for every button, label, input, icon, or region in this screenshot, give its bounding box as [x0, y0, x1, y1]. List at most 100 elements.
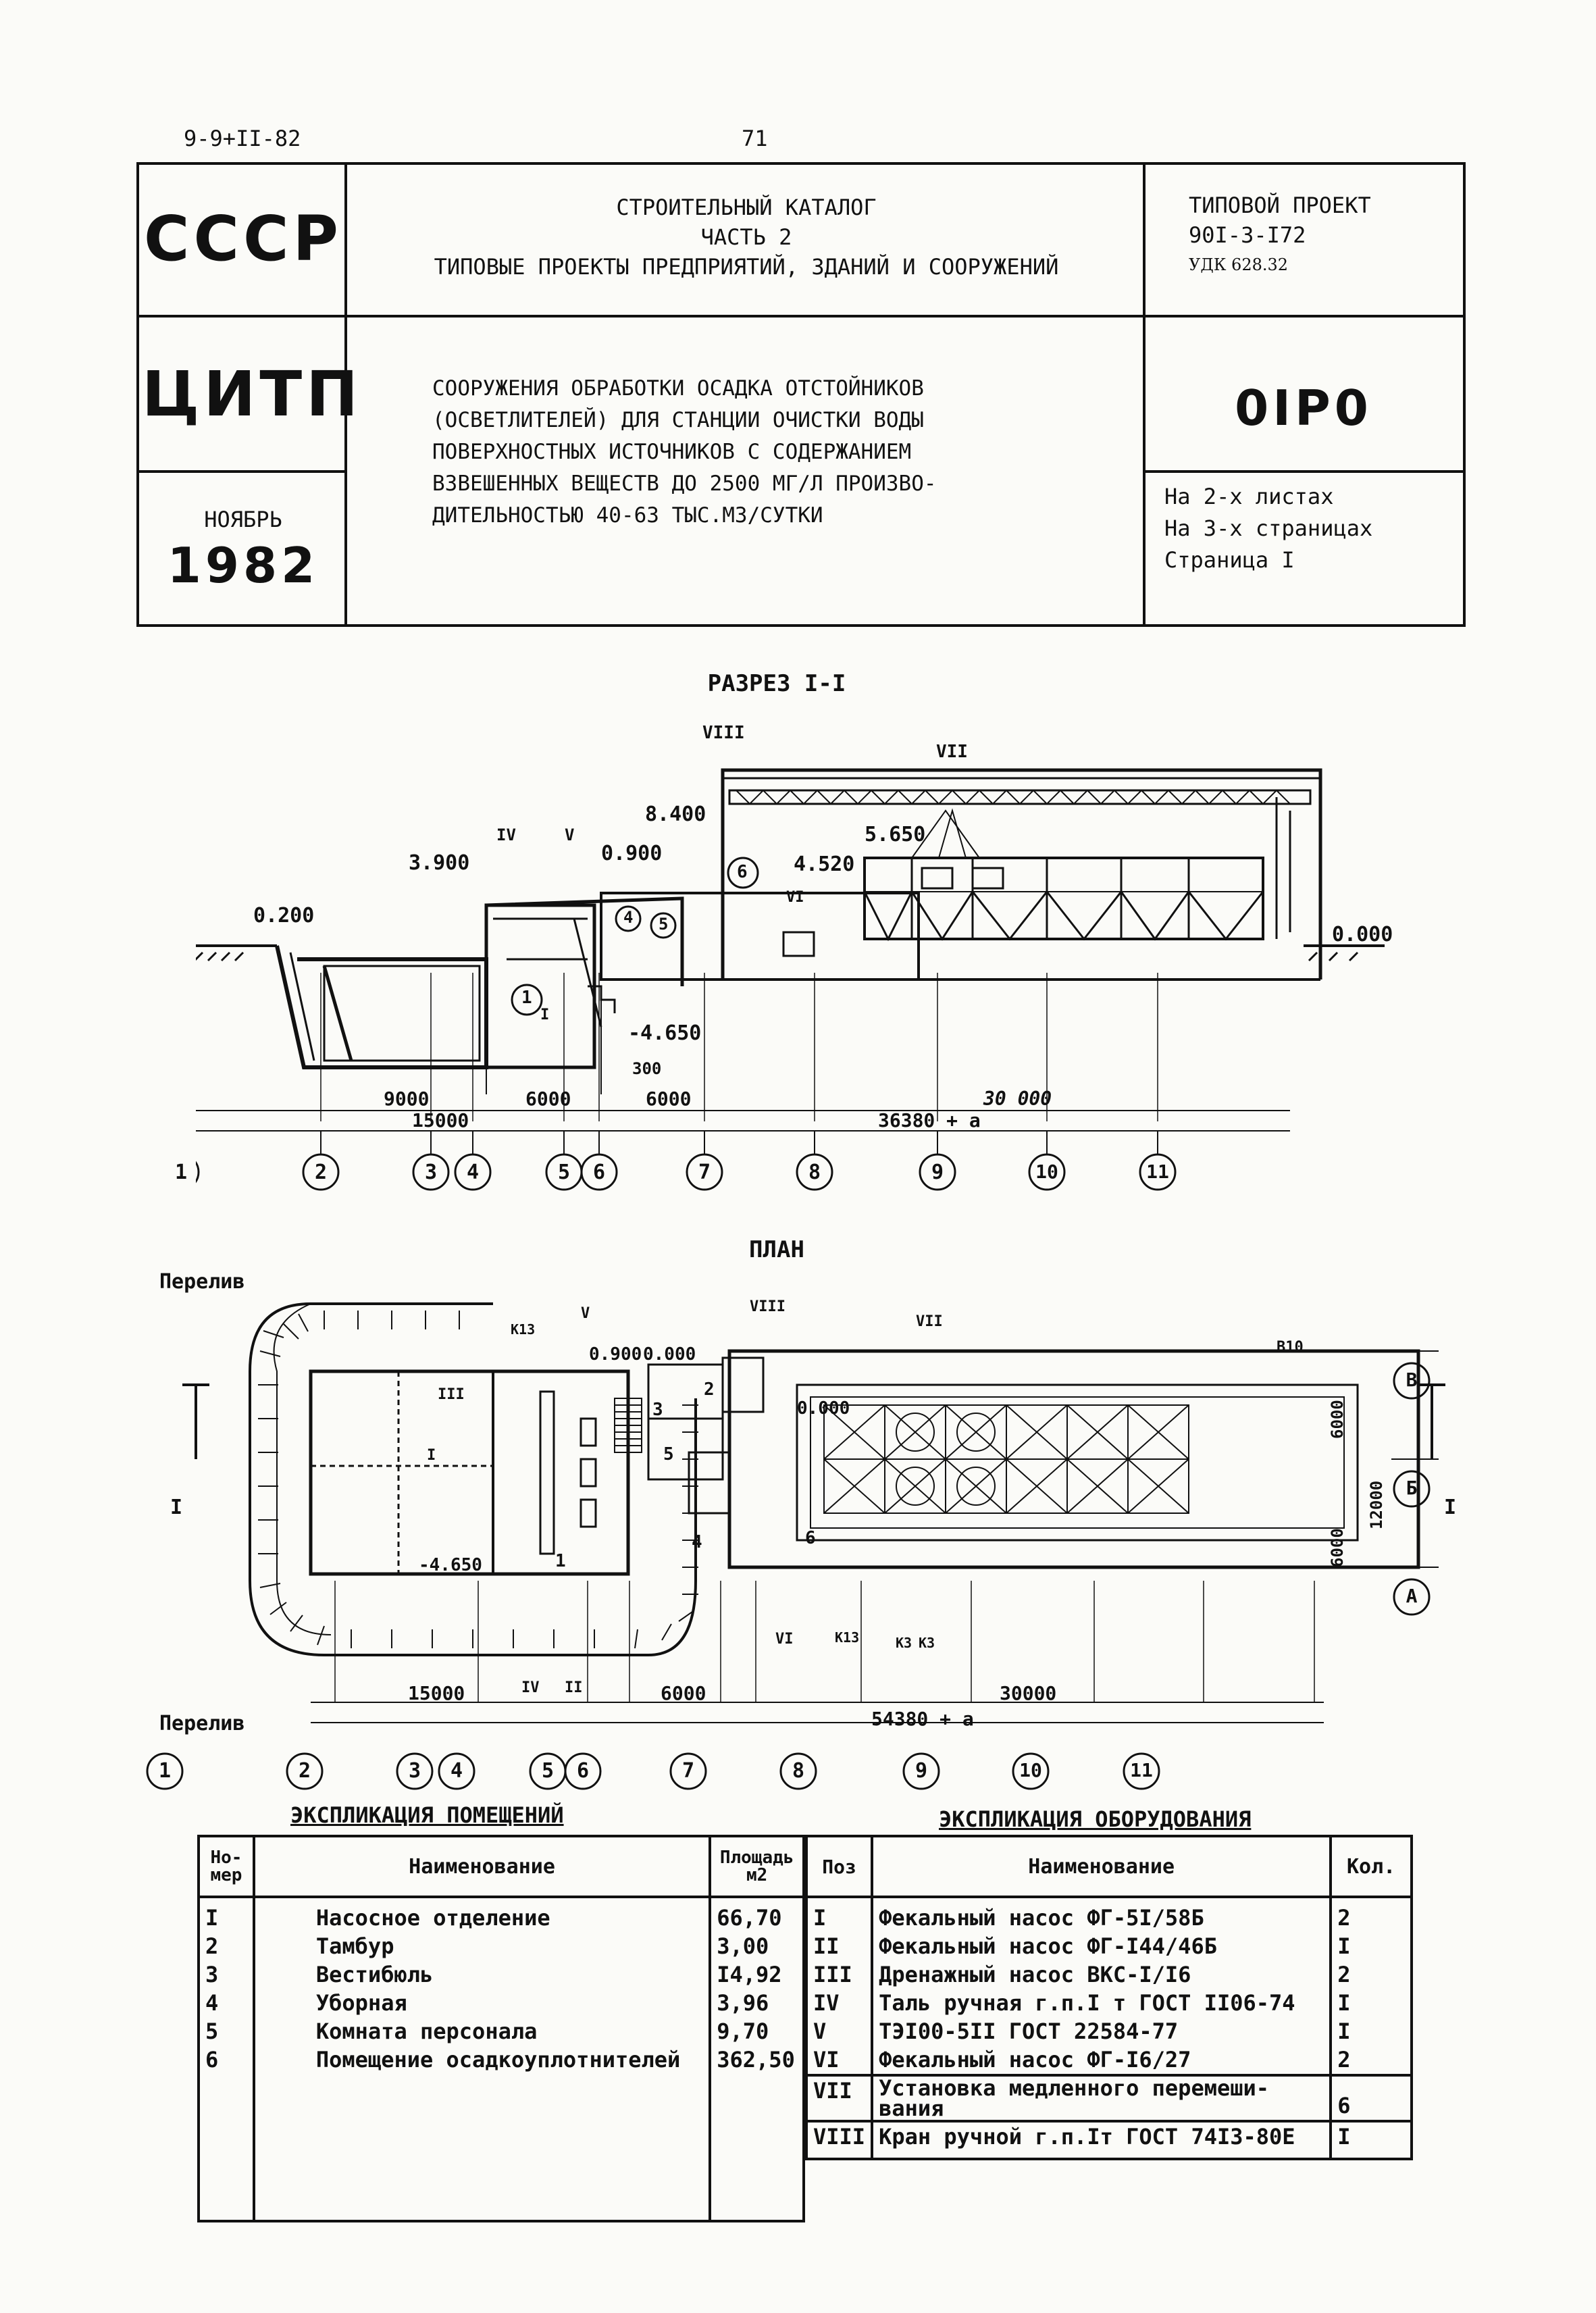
section-dim: 6000: [525, 1088, 571, 1110]
sheets-line: На 2-х листах: [1164, 484, 1334, 509]
row-axis-B: B: [1406, 1369, 1418, 1391]
sheets-block: На 2-х листах На 3-х страницах Страница …: [1164, 481, 1372, 576]
section-elevation: 0.900: [601, 842, 663, 865]
equipment-name: Фекальный насос ФГ-I6/27: [871, 2045, 1333, 2075]
description-line: (ОСВЕТЛИТЕЛЕЙ) ДЛЯ СТАНЦИИ ОЧИСТКИ ВОДЫ: [432, 408, 924, 432]
room-area: 9,70: [709, 2017, 805, 2045]
section-roman-label: VI: [786, 889, 804, 906]
year-label: 1982: [167, 537, 319, 594]
org-mid-label: ЦИТП: [142, 358, 363, 430]
room-name: Уборная: [252, 1989, 712, 2017]
pipe-label: B10: [1277, 1339, 1304, 1356]
section-drawing: [196, 768, 1385, 1191]
org-top-label: СССР: [144, 203, 342, 275]
table-row: VIII Кран ручной г.п.Iт ГОСТ 74I3-80Е I: [804, 2120, 1413, 2160]
section-axis-7: 7: [698, 1161, 711, 1184]
room-name: Тамбур: [252, 1932, 712, 1960]
section-roman-label: VII: [936, 742, 968, 762]
equipment-position: I: [804, 1897, 874, 1932]
plan-roman-label: VIII: [750, 1298, 786, 1315]
equipment-quantity: 2: [1329, 1960, 1413, 1989]
section-title: РАЗРЕЗ I-I: [707, 670, 846, 697]
section-roman-label: IV: [496, 825, 516, 844]
plan-roman-label: V: [581, 1305, 590, 1322]
plan-axis-6: 6: [576, 1759, 590, 1783]
room-name: Насосное отделение: [252, 1897, 712, 1932]
plan-side-dim: 12000: [1367, 1480, 1386, 1529]
plan-roman-label: II: [565, 1679, 583, 1696]
col-header-quantity: Кол.: [1329, 1835, 1413, 1898]
section-elevation: 8.400: [645, 803, 706, 826]
project-number: 90I-3-I72: [1189, 222, 1306, 248]
equipment-table-title: ЭКСПЛИКАЦИЯ ОБОРУДОВАНИЯ: [939, 1806, 1252, 1832]
plan-axis-11: 11: [1130, 1759, 1153, 1781]
section-dim: 6000: [646, 1088, 692, 1110]
plan-elevation: 0.900: [589, 1344, 642, 1365]
section-axis-1: 1: [174, 1161, 188, 1184]
section-elevation: 3.900: [409, 851, 470, 875]
plan-elevation: 0.000: [643, 1344, 696, 1365]
section-dim: 15000: [412, 1109, 469, 1132]
rooms-table: Но- мер Наименование Площадь м2 I Насосн…: [197, 1835, 805, 2222]
equipment-position: VI: [804, 2045, 874, 2075]
plan-room-number: 2: [704, 1379, 715, 1400]
pipe-label: K3: [896, 1635, 912, 1651]
plan-axis-4: 4: [450, 1759, 463, 1783]
description-line: ДИТЕЛЬНОСТЬЮ 40-63 ТЫС.М3/СУТКИ: [432, 503, 823, 528]
section-elevation: -4.650: [628, 1021, 702, 1045]
month-label: НОЯБРЬ: [204, 507, 282, 532]
plan-dim: 6000: [661, 1682, 706, 1704]
plan-dim: 54380 + a: [871, 1708, 974, 1730]
table-row: V ТЭI00-5II ГОСТ 22584-77 I: [804, 2017, 1413, 2045]
section-axis-8: 8: [808, 1161, 821, 1184]
table-row: 6 Помещение осадкоуплотнителей 362,50: [197, 2045, 805, 2222]
equipment-position: V: [804, 2017, 874, 2045]
section-axis-10: 10: [1035, 1161, 1058, 1183]
room-area: 66,70: [709, 1897, 805, 1932]
equipment-quantity: 2: [1329, 1897, 1413, 1932]
plan-row-axis-markers: [1393, 1362, 1431, 1616]
doc-code: 9-9+II-82: [184, 126, 301, 151]
equipment-quantity: I: [1329, 2017, 1413, 2045]
equipment-position: IV: [804, 1989, 874, 2017]
room-area: 362,50: [709, 2045, 805, 2222]
overflow-label-bottom: Перелив: [159, 1712, 245, 1735]
plan-roman-label: I: [427, 1447, 436, 1464]
plan-axis-7: 7: [681, 1759, 695, 1783]
section-elevation: 0.000: [1332, 923, 1393, 946]
equipment-name: Дренажный насос ВКС-I/I6: [871, 1960, 1333, 1989]
col-header-number: Но- мер: [197, 1835, 255, 1898]
table-row: VII Установка медленного перемеши- вания…: [804, 2074, 1413, 2123]
plan-dim: 30000: [1000, 1682, 1057, 1704]
section-axis-3: 3: [424, 1161, 438, 1184]
plan-axis-8: 8: [792, 1759, 805, 1783]
table-row: 5 Комната персонала 9,70: [197, 2017, 805, 2045]
plan-axis-markers: [146, 1752, 1160, 1790]
plan-axis-3: 3: [408, 1759, 421, 1783]
overflow-label-top: Перелив: [159, 1270, 245, 1294]
section-roman-label: I: [540, 1007, 550, 1023]
plan-room-number: 5: [663, 1444, 674, 1465]
equipment-name: Фекальный насос ФГ-5I/58Б: [871, 1897, 1333, 1932]
rooms-table-title: ЭКСПЛИКАЦИЯ ПОМЕЩЕНИЙ: [290, 1802, 564, 1828]
equipment-name: ТЭI00-5II ГОСТ 22584-77: [871, 2017, 1333, 2045]
room-number: 4: [197, 1989, 255, 2017]
section-dim: 36380 + a: [878, 1109, 981, 1132]
table-row: III Дренажный насос ВКС-I/I6 2: [804, 1960, 1413, 1989]
table-row: II Фекальный насос ФГ-I44/46Б I: [804, 1932, 1413, 1960]
section-dim: 300: [632, 1059, 662, 1078]
col-header-area: Площадь м2: [709, 1835, 805, 1898]
section-axis-5: 5: [557, 1161, 571, 1184]
equipment-quantity: I: [1329, 1989, 1413, 2017]
section-elevation: 0.200: [253, 904, 315, 927]
pipe-label: K13: [511, 1321, 536, 1338]
sheets-line: На 3-х страницах: [1164, 515, 1373, 541]
table-row: 3 Вестибюль I4,92: [197, 1960, 805, 1989]
row-axis-Б: Б: [1406, 1477, 1418, 1499]
catalog-line: ЧАСТЬ 2: [700, 224, 792, 250]
room-area: I4,92: [709, 1960, 805, 1989]
equipment-name: Кран ручной г.п.Iт ГОСТ 74I3-80Е: [871, 2120, 1333, 2160]
project-label: ТИПОВОЙ ПРОЕКТ: [1189, 193, 1371, 218]
plan-axis-1: 1: [158, 1759, 172, 1783]
sheets-line: Страница I: [1164, 547, 1295, 573]
